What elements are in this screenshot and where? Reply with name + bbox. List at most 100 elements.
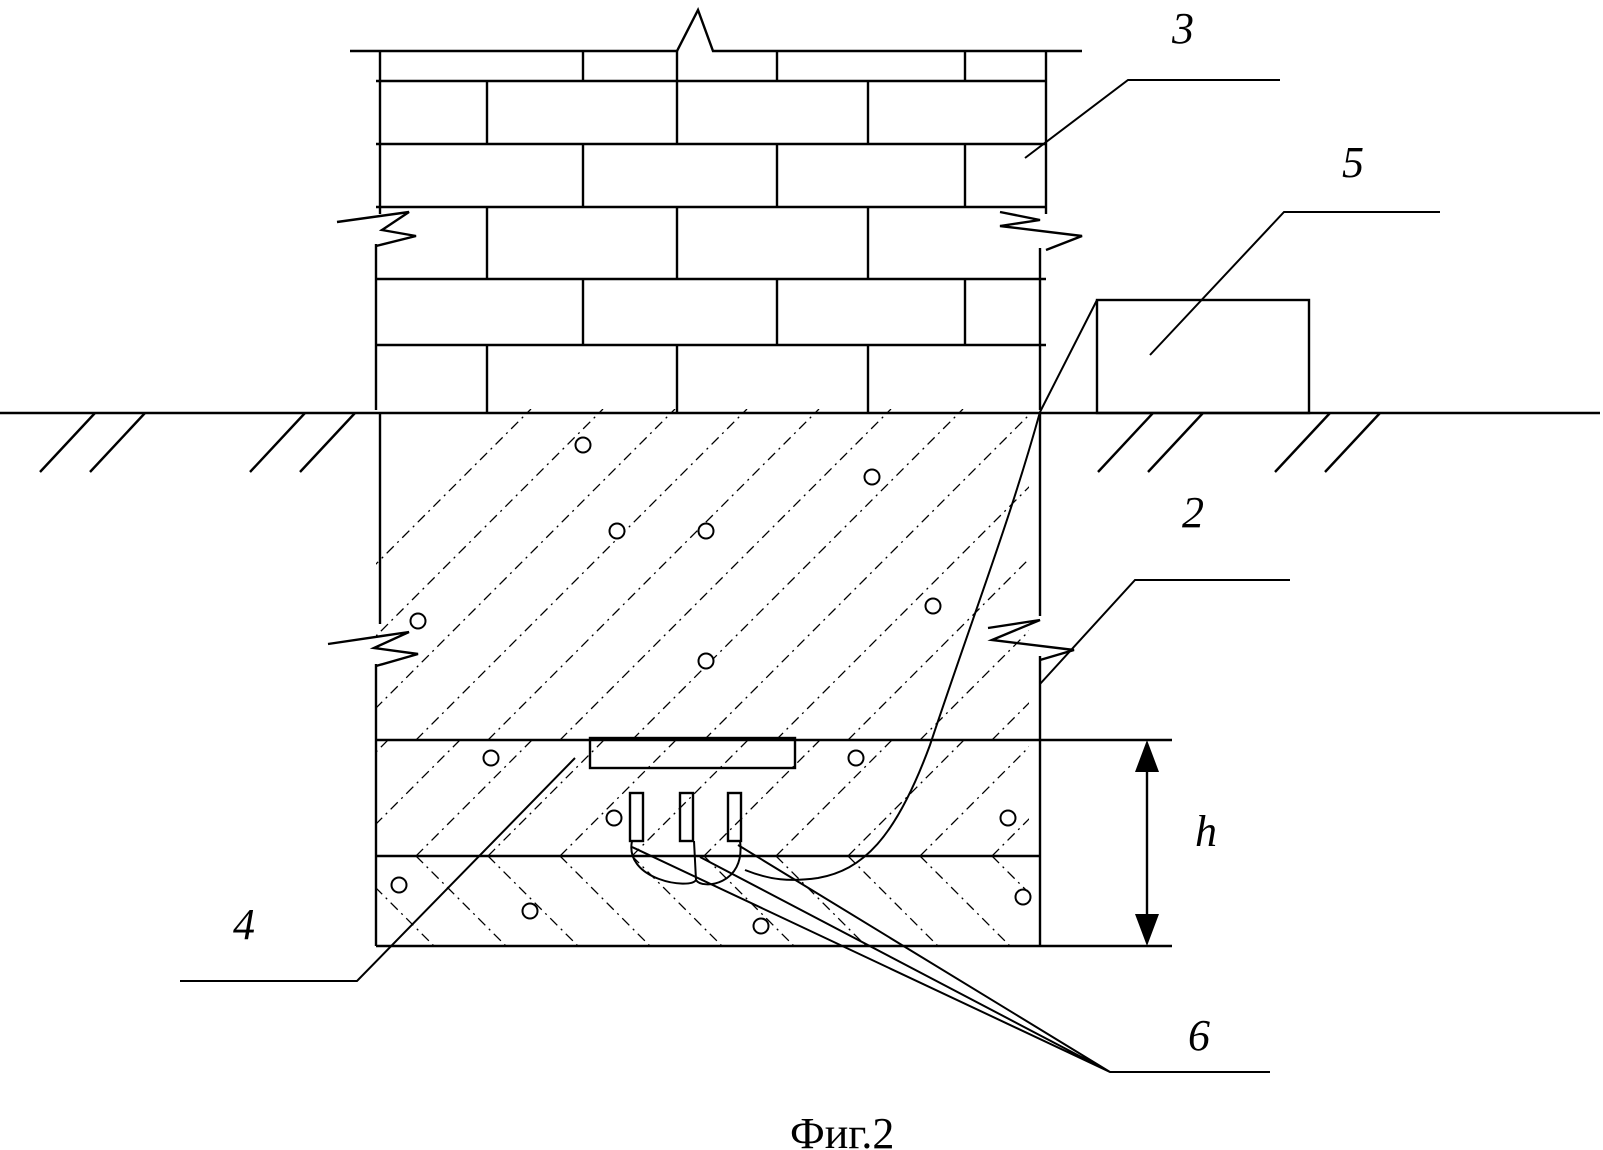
wall-right-edge [1038, 51, 1048, 410]
hatch-stroke [272, 856, 362, 946]
ground-hatch-stroke [1324, 412, 1381, 473]
aggregate-dot [697, 652, 715, 670]
leader-4 [180, 757, 576, 982]
aggregate-dot [752, 917, 770, 935]
wall-top-break-line [350, 7, 1082, 53]
plate [588, 736, 797, 770]
label-5: 5 [1342, 138, 1364, 187]
hatch-stroke [848, 558, 1029, 739]
cable [744, 299, 1098, 881]
hatch-stroke [376, 409, 532, 565]
hatch-stroke [488, 409, 820, 739]
label-4: 4 [233, 900, 255, 949]
foundation-break-left [327, 630, 419, 668]
hatch-stroke [1280, 740, 1396, 856]
ground-hatch-stroke [39, 412, 96, 473]
hatch-stroke [1064, 740, 1180, 856]
hatch-stroke [920, 746, 1029, 855]
wall-break-right [999, 210, 1083, 252]
hatch-stroke [1064, 856, 1154, 946]
ground-hatch-stroke [1274, 412, 1331, 473]
hatch-stroke [1208, 740, 1324, 856]
hatch-stroke [704, 414, 1029, 739]
label-h: h [1195, 807, 1217, 856]
hatch-stroke [376, 739, 389, 753]
hatch-stroke [416, 409, 748, 739]
foundation-break-right [987, 618, 1075, 662]
ground-hatch [39, 412, 1381, 473]
foundation-hatch-upper [376, 409, 1603, 740]
aggregate-dot [409, 612, 427, 630]
foundation-left-edge [374, 413, 382, 946]
ground-hatch-stroke [299, 412, 356, 473]
ground-hatch-stroke [1097, 412, 1154, 473]
hatch-stroke [376, 409, 676, 709]
wall-break-left [336, 210, 417, 248]
hatch-stroke [376, 887, 435, 946]
hatch-stroke [1064, 409, 1395, 740]
brick-wall [336, 7, 1083, 413]
leader-2 [1039, 579, 1290, 685]
leader-lines [180, 79, 1440, 1073]
electrodes [628, 791, 743, 886]
hatch-stroke [776, 739, 893, 855]
hatch-stroke [376, 739, 461, 825]
hatch-stroke [631, 855, 723, 946]
label-2: 2 [1182, 488, 1204, 537]
ground-hatch-stroke [89, 412, 146, 473]
aggregate-dot [482, 749, 500, 767]
hatch-stroke [200, 740, 316, 856]
hatch-stroke [1208, 409, 1539, 740]
ground-hatch-stroke [249, 412, 306, 473]
hatch-stroke [415, 855, 507, 946]
hatch-stroke [632, 409, 964, 739]
electrode-2 [678, 791, 695, 843]
label-6: 6 [1188, 1011, 1210, 1060]
hatch-stroke [560, 409, 892, 739]
hatch-stroke [632, 739, 749, 855]
foundation-hatch-band [200, 739, 1396, 856]
hatch-stroke [1280, 409, 1603, 740]
aggregate-dots [390, 436, 1032, 935]
electrode-wires [630, 840, 742, 886]
brick-courses [376, 51, 1046, 413]
device-box [1095, 298, 1311, 415]
hatch-stroke [1280, 856, 1370, 946]
leader-6 [631, 844, 1270, 1073]
aggregate-dot [1014, 888, 1032, 906]
hatch-stroke [848, 739, 965, 855]
electrode-1 [628, 791, 645, 843]
hatch-stroke [919, 855, 1011, 946]
leader-5 [1149, 211, 1440, 356]
ground [0, 411, 1600, 473]
aggregate-dot [521, 902, 539, 920]
aggregate-dot [605, 809, 623, 827]
hatch-stroke [991, 855, 1029, 894]
wall-left-edge [374, 51, 382, 410]
hatch-stroke [559, 855, 651, 946]
dimension-h [1135, 740, 1159, 946]
dimension-arrow-top [1135, 740, 1159, 772]
hatch-stroke [847, 855, 939, 946]
figure-caption: Фиг.2 [790, 1109, 894, 1150]
hatch-stroke [560, 739, 677, 855]
hatch-stroke [416, 739, 533, 855]
aggregate-dot [390, 876, 408, 894]
ground-hatch-stroke [1147, 412, 1204, 473]
hatch-stroke [487, 855, 579, 946]
hatch-stroke [488, 739, 605, 855]
aggregate-dot [574, 436, 592, 454]
hatch-stroke [920, 630, 1029, 739]
leader-3 [1024, 79, 1280, 159]
hatch-stroke [1208, 856, 1298, 946]
hatch-stroke [376, 409, 604, 637]
hatch-stroke [704, 739, 821, 855]
aggregate-dot [863, 468, 881, 486]
hatch-stroke [992, 702, 1029, 739]
hatch-stroke [776, 486, 1029, 739]
aggregate-dot [847, 749, 865, 767]
label-3: 3 [1171, 4, 1194, 53]
aggregate-dot [608, 522, 626, 540]
aggregate-dot [999, 809, 1017, 827]
